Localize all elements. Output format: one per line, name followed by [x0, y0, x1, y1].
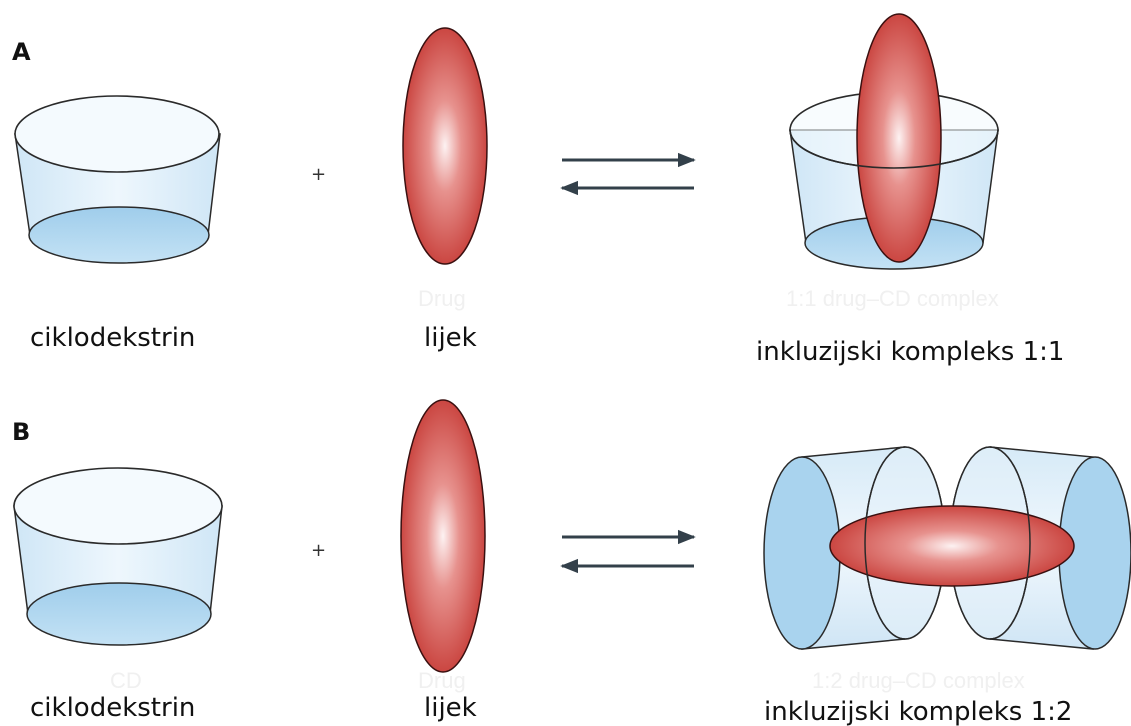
- equilibrium-arrows-b: [560, 529, 696, 574]
- inclusion-complex-1-1: [789, 13, 999, 270]
- faint-complex-label-b: 1:2 drug–CD complex: [812, 668, 1025, 693]
- caption-cyclodextrin-a: ciklodekstrin: [30, 323, 195, 353]
- plus-sign-a: +: [311, 164, 326, 185]
- caption-complex-b: inkluzijski kompleks 1:2: [764, 697, 1072, 726]
- drug-ellipse-a: [402, 27, 488, 265]
- cyclodextrin-cup-a: [14, 95, 221, 264]
- inclusion-complex-1-2: [763, 446, 1131, 650]
- caption-complex-a: inkluzijski kompleks 1:1: [756, 337, 1064, 367]
- caption-drug-b: lijek: [424, 693, 477, 723]
- caption-cyclodextrin-b: ciklodekstrin: [30, 693, 195, 723]
- faint-drug-label-a: Drug: [418, 286, 466, 311]
- panel-b-letter: B: [12, 418, 30, 446]
- faint-drug-label-b: Drug: [418, 668, 466, 693]
- panel-a-letter: A: [12, 38, 31, 66]
- faint-complex-label-a: 1:1 drug–CD complex: [786, 286, 999, 311]
- plus-sign-b: +: [311, 540, 326, 561]
- drug-ellipse-b: [400, 399, 486, 673]
- equilibrium-arrows-a: [560, 152, 696, 196]
- caption-drug-a: lijek: [424, 323, 477, 353]
- faint-cd-label-b: CD: [110, 668, 142, 693]
- cyclodextrin-cup-b: [13, 467, 223, 646]
